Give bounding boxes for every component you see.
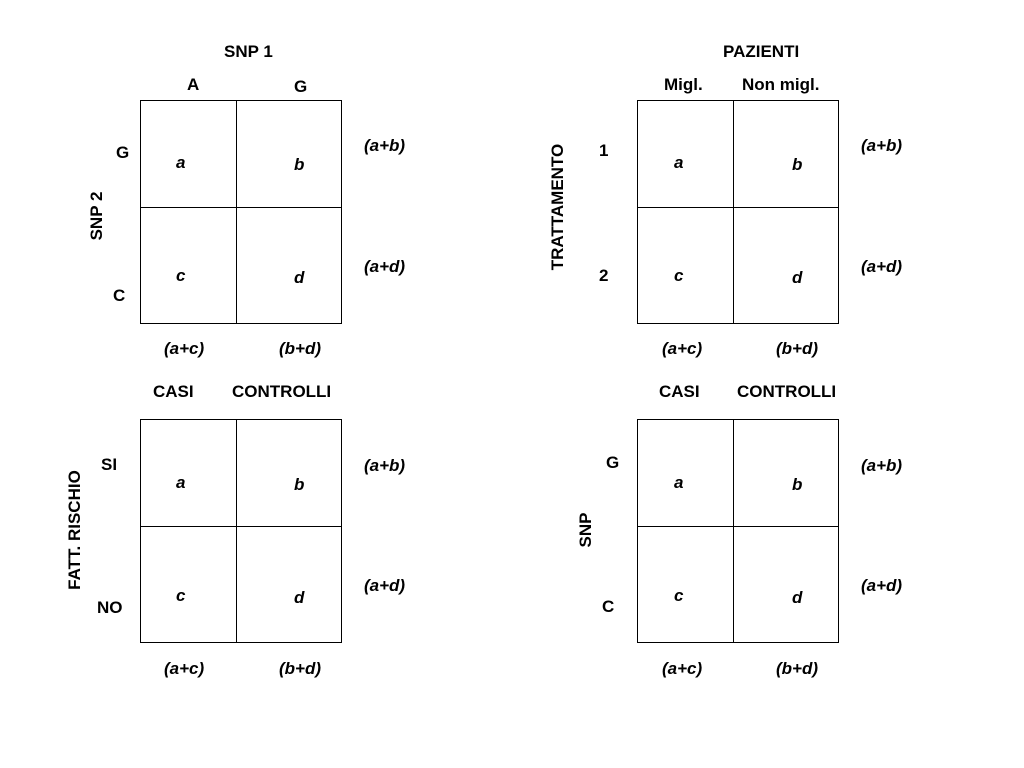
table-grid <box>140 100 342 324</box>
cell-a: a <box>176 153 186 172</box>
grid-horizontal-divider <box>141 526 341 527</box>
cell-c: c <box>176 586 186 605</box>
grid-horizontal-divider <box>141 207 341 208</box>
side-title: SNP <box>576 512 595 548</box>
row-total-2: (a+d) <box>364 257 406 276</box>
col-label-1: Migl. <box>664 75 703 94</box>
row-total-1: (a+b) <box>861 136 903 155</box>
row-label-2: 2 <box>599 266 609 285</box>
cell-a: a <box>674 153 684 172</box>
row-label-1: G <box>116 143 130 162</box>
col-total-1: (a+c) <box>164 659 205 678</box>
cell-c: c <box>674 266 684 285</box>
col-total-1: (a+c) <box>662 339 703 358</box>
cell-a: a <box>674 473 684 492</box>
cell-d: d <box>792 588 803 607</box>
cell-d: d <box>294 268 305 287</box>
cell-b: b <box>294 155 305 174</box>
col-total-2: (b+d) <box>279 659 322 678</box>
col-label-2: CONTROLLI <box>737 382 837 401</box>
row-label-2: C <box>602 597 615 616</box>
col-label-1: CASI <box>153 382 194 401</box>
row-total-1: (a+b) <box>364 136 406 155</box>
row-label-1: SI <box>101 455 118 474</box>
cell-b: b <box>792 475 803 494</box>
row-label-1: G <box>606 453 620 472</box>
cell-b: b <box>792 155 803 174</box>
cell-d: d <box>294 588 305 607</box>
row-total-2: (a+d) <box>364 576 406 595</box>
table-grid <box>140 419 342 643</box>
grid-vertical-divider <box>236 101 237 323</box>
row-total-1: (a+b) <box>861 456 903 475</box>
col-label-1: CASI <box>659 382 700 401</box>
col-label-2: Non migl. <box>742 75 820 94</box>
row-total-2: (a+d) <box>861 576 903 595</box>
top-title: SNP 1 <box>224 42 273 61</box>
cell-c: c <box>176 266 186 285</box>
cell-d: d <box>792 268 803 287</box>
row-total-2: (a+d) <box>861 257 903 276</box>
row-label-1: 1 <box>599 141 609 160</box>
grid-vertical-divider <box>236 420 237 642</box>
col-total-2: (b+d) <box>776 659 819 678</box>
col-total-2: (b+d) <box>279 339 322 358</box>
table-grid <box>637 419 839 643</box>
top-title: PAZIENTI <box>723 42 800 61</box>
cell-b: b <box>294 475 305 494</box>
col-label-1: A <box>187 75 200 94</box>
grid-vertical-divider <box>733 420 734 642</box>
col-total-2: (b+d) <box>776 339 819 358</box>
row-label-2: NO <box>97 598 123 617</box>
cell-a: a <box>176 473 186 492</box>
table-grid <box>637 100 839 324</box>
row-total-1: (a+b) <box>364 456 406 475</box>
cell-c: c <box>674 586 684 605</box>
grid-horizontal-divider <box>638 207 838 208</box>
row-label-2: C <box>113 286 126 305</box>
col-label-2: CONTROLLI <box>232 382 332 401</box>
grid-horizontal-divider <box>638 526 838 527</box>
col-label-2: G <box>294 77 308 96</box>
grid-vertical-divider <box>733 101 734 323</box>
col-total-1: (a+c) <box>164 339 205 358</box>
col-total-1: (a+c) <box>662 659 703 678</box>
